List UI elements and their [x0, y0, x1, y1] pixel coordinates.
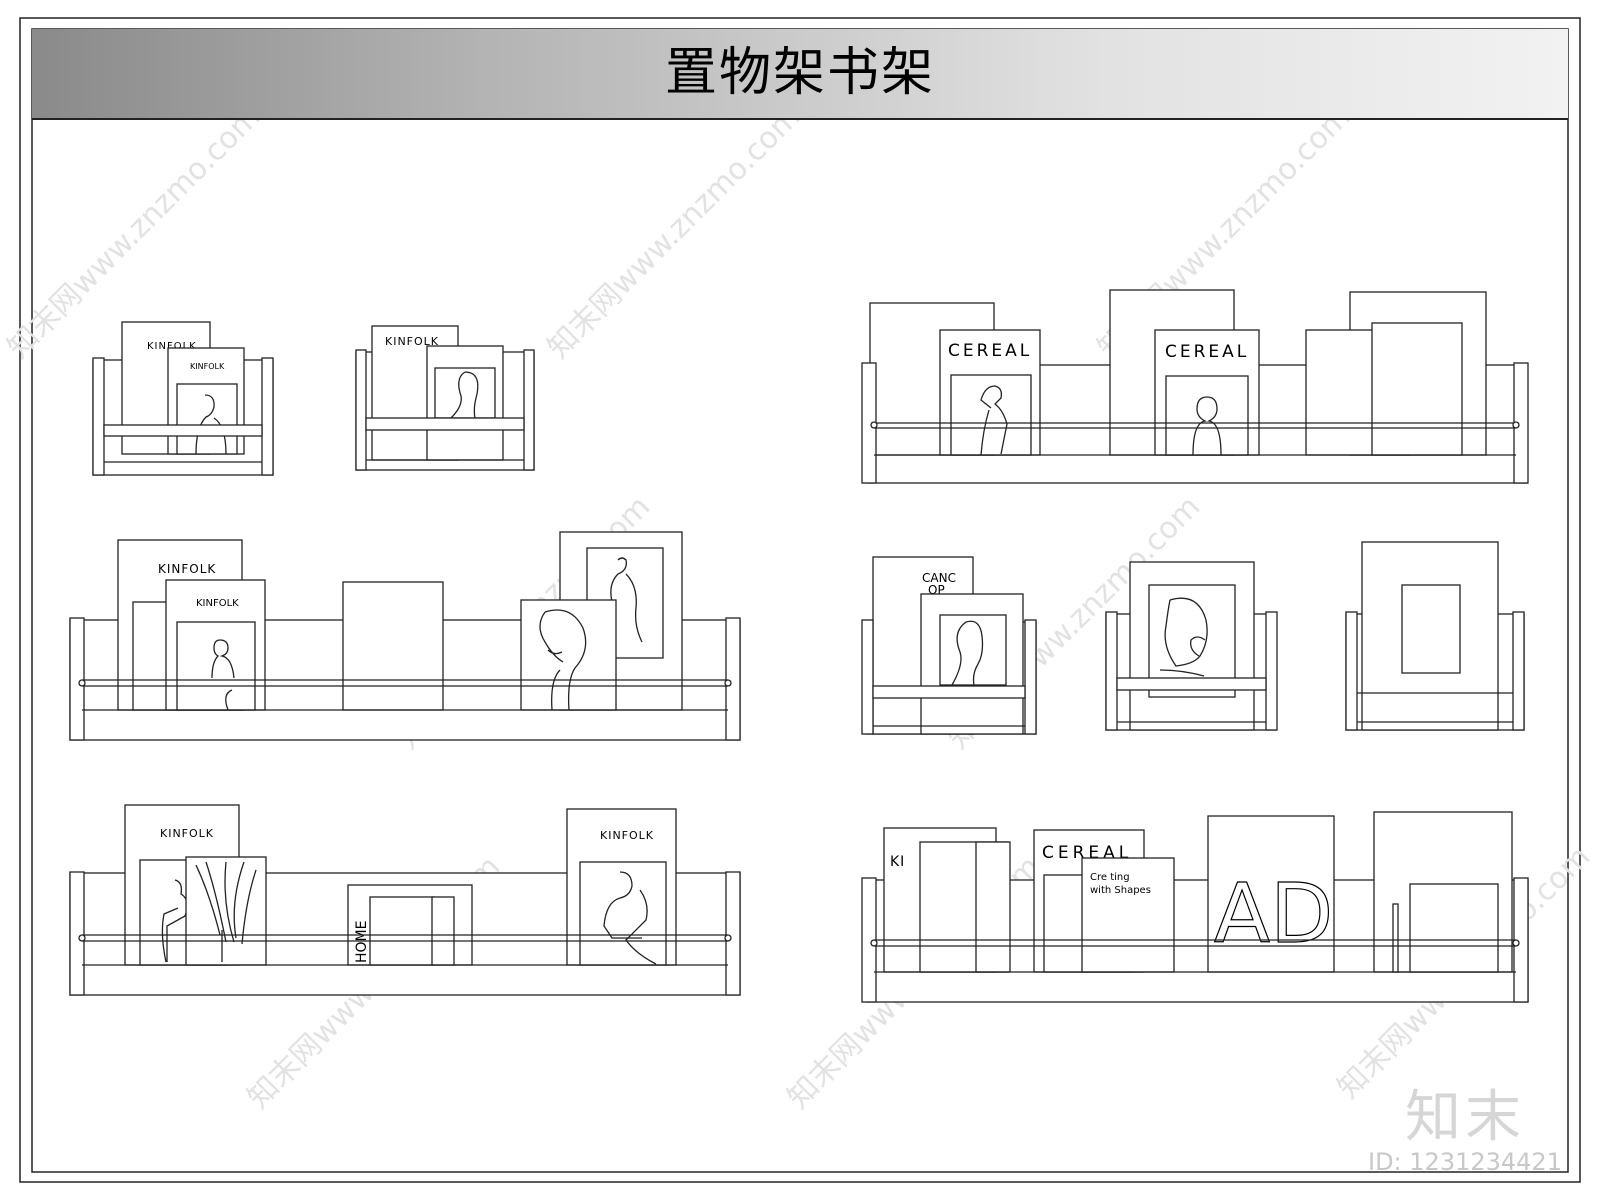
magazine-kinfolk-1-title: KINFOLK	[160, 827, 214, 840]
magazine-kinfolk-1-title: KINFOLK	[158, 562, 216, 576]
shelf-front-bar	[872, 685, 1026, 699]
rail-end-right	[1512, 421, 1520, 429]
cover-art-frame	[1165, 375, 1249, 456]
shelf-left-side	[1345, 611, 1358, 731]
magazine-kinfolk-small-title: KINFOLK	[190, 362, 225, 371]
figure-line-art	[1192, 396, 1222, 456]
shelf-right-side	[1024, 619, 1037, 735]
shelf-left-side	[69, 871, 85, 996]
shelf-right-side	[725, 617, 741, 741]
book-creating-shapes	[1081, 857, 1175, 973]
cover-art-frame	[950, 374, 1032, 456]
shelf-left-side	[355, 349, 367, 471]
magazine-kinfolk-title: KINFOLK	[147, 341, 197, 352]
shelf-left-side	[92, 357, 105, 476]
cover-art-frame	[939, 614, 1007, 686]
rail-end-left	[78, 934, 86, 942]
book-home-title: HOME	[354, 921, 370, 963]
figure-line-art	[980, 385, 1008, 456]
magazine-kinfolk-2-title: KINFOLK	[196, 598, 239, 609]
cover-art-frame	[434, 367, 496, 419]
book-home-inner	[369, 896, 435, 966]
magazine-ad-title: AD	[1214, 867, 1333, 962]
shelf-long-kinfolk-portraits: KINFOLK KINFOLK	[69, 531, 741, 741]
shelf-small-portrait	[1105, 561, 1278, 731]
shelf-front-bar	[1116, 677, 1267, 691]
magazine-kinfolk-fragment-title: KI	[890, 854, 905, 870]
book-creating-line2: with Shapes	[1090, 885, 1151, 896]
magazine-cereal-2-title: CEREAL	[1165, 342, 1249, 362]
book-plain	[342, 581, 444, 711]
shelf-left-side	[69, 617, 85, 741]
rail-end-left	[78, 679, 86, 687]
magazine-portrait-front	[520, 599, 617, 711]
shelf-small-1: KINFOLK KINFOLK	[92, 321, 274, 476]
figure-line-art	[603, 871, 657, 965]
face-line-art	[539, 609, 587, 711]
shelf-right-side	[725, 871, 741, 996]
cover-art-frame	[176, 621, 256, 711]
book-plain-4	[1409, 883, 1499, 973]
magazine-kinfolk-title: KINFOLK	[385, 335, 439, 348]
title-bar: 置物架书架	[32, 29, 1568, 120]
rail-end-right	[724, 934, 732, 942]
curtain-line-art	[195, 861, 257, 962]
shelf-right-side	[523, 349, 535, 471]
watermark-brand: 知末	[1405, 1085, 1525, 1150]
rail-end-right	[1512, 939, 1520, 947]
figure-line-art	[211, 639, 235, 711]
book-plain-5	[1371, 322, 1463, 456]
outer-border	[19, 17, 1581, 1183]
magazine-canc-line1: CANC	[922, 571, 956, 585]
shelf-left-side	[861, 619, 874, 735]
cover-art-frame	[579, 861, 667, 966]
shelf-right-side	[1265, 611, 1278, 731]
shelf-small-plain	[1345, 541, 1525, 731]
watermark-site-2: 知末网www.znzmo.com	[541, 99, 807, 365]
figure-line-art	[951, 620, 984, 686]
magazine-kinfolk-2-title: KINFOLK	[600, 829, 654, 842]
shelf-long-home: KINFOLK HOME KINFOLK	[69, 804, 741, 996]
book-home-spine	[431, 896, 455, 966]
rail-end-left	[870, 421, 878, 429]
shelf-long-cereal: CEREAL CEREAL	[861, 289, 1529, 484]
face-line-art	[450, 371, 479, 419]
magazine-curtain	[185, 856, 267, 966]
candle	[1392, 903, 1399, 973]
book-plain-2	[975, 841, 1011, 973]
shelf-right-side	[261, 357, 274, 476]
shelf-small-canc: CANC OP	[861, 556, 1037, 735]
face-line-art	[1159, 597, 1208, 677]
shelf-right-side	[1512, 611, 1525, 731]
shelf-small-2: KINFOLK	[355, 325, 535, 471]
shelf-left-side	[1105, 611, 1118, 731]
magazine-cereal-1-title: CEREAL	[948, 341, 1032, 361]
cover-art-frame	[1401, 584, 1461, 674]
shelf-long-ad: KI CEREAL Cre ting with Shapes AD	[861, 811, 1529, 1003]
shelf-front-bar	[365, 417, 525, 431]
book-creating-line1: Cre ting	[1090, 872, 1130, 883]
shelf-front-bar	[103, 424, 263, 437]
rail-end-right	[724, 679, 732, 687]
page-title: 置物架书架	[664, 43, 935, 103]
rail-end-left	[870, 939, 878, 947]
watermark-id: ID: 1231234421	[1368, 1148, 1562, 1176]
